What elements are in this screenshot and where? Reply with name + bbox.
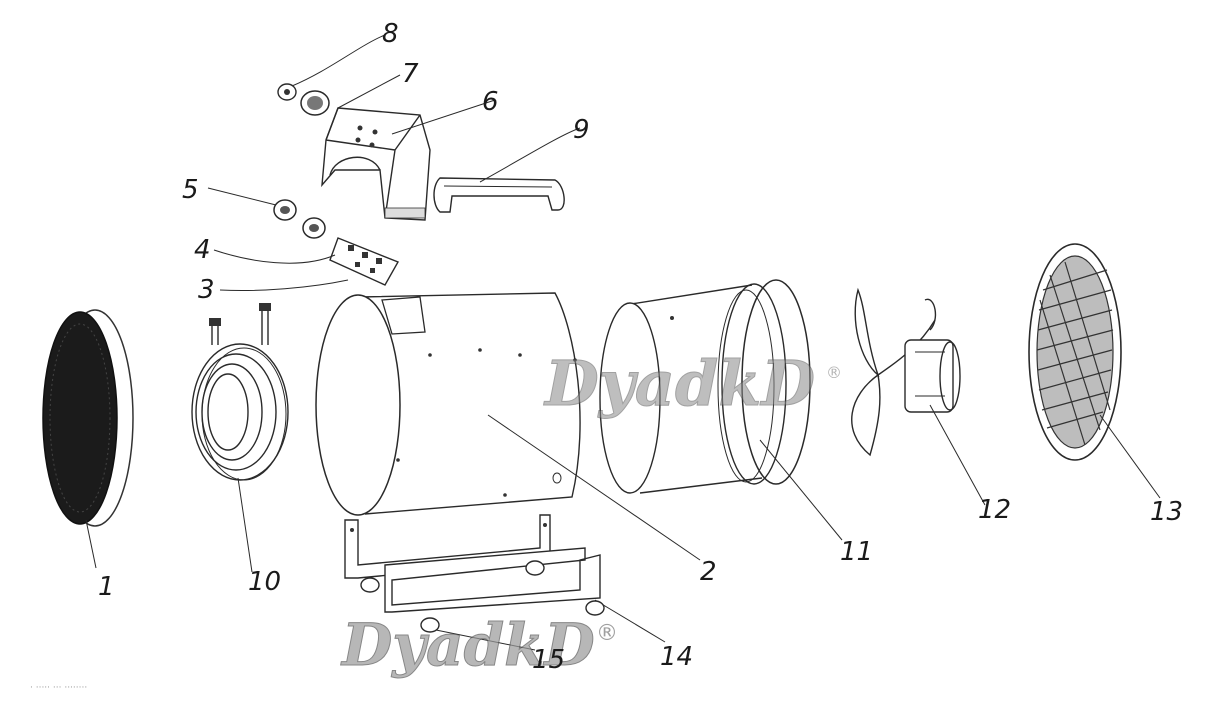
label-part-13: 13	[1150, 497, 1183, 527]
label-part-5: 5	[182, 175, 199, 205]
label-part-3: 3	[198, 275, 215, 305]
part-1-front-grille	[42, 309, 134, 569]
part-15-rubber-feet	[360, 560, 605, 651]
watermark-text: DyadkD	[543, 347, 815, 420]
watermark-registered: ®	[826, 363, 842, 382]
label-part-10: 10	[248, 567, 281, 597]
part-13-rear-grille	[1028, 243, 1161, 499]
watermark-text: DyadkD	[340, 611, 595, 679]
part-14-base-frame	[344, 514, 666, 643]
part-6-control-box	[321, 99, 496, 221]
part-4-switch-plate	[213, 237, 400, 286]
part-10-heating-coil	[191, 303, 289, 573]
label-part-14: 14	[660, 642, 693, 672]
part-11-fan-shroud	[599, 279, 843, 541]
part-5-knob-caps	[207, 187, 326, 239]
watermark-registered: ®	[596, 621, 618, 646]
watermark-bottom: DyadkD ®	[340, 611, 619, 680]
label-part-15: 15	[532, 645, 565, 675]
label-part-7: 7	[402, 59, 419, 89]
part-3-terminal-block	[219, 279, 349, 292]
part-7-thermostat-knob	[300, 74, 401, 116]
part-8-switch-knob	[277, 34, 386, 101]
label-part-2: 2	[700, 557, 717, 587]
part-2-housing-cylinder	[315, 292, 701, 561]
label-part-8: 8	[382, 19, 399, 49]
footer-text: · ····· ··· ········	[30, 683, 87, 693]
label-part-4: 4	[194, 235, 211, 265]
watermark-center: DyadkD ®	[543, 347, 843, 421]
label-part-1: 1	[98, 572, 115, 602]
label-part-9: 9	[573, 115, 590, 145]
part-9-carry-handle	[433, 127, 581, 213]
part-12-fan-motor	[851, 287, 986, 506]
label-part-11: 11	[840, 537, 873, 567]
label-part-12: 12	[978, 495, 1011, 525]
label-part-6: 6	[482, 87, 499, 117]
